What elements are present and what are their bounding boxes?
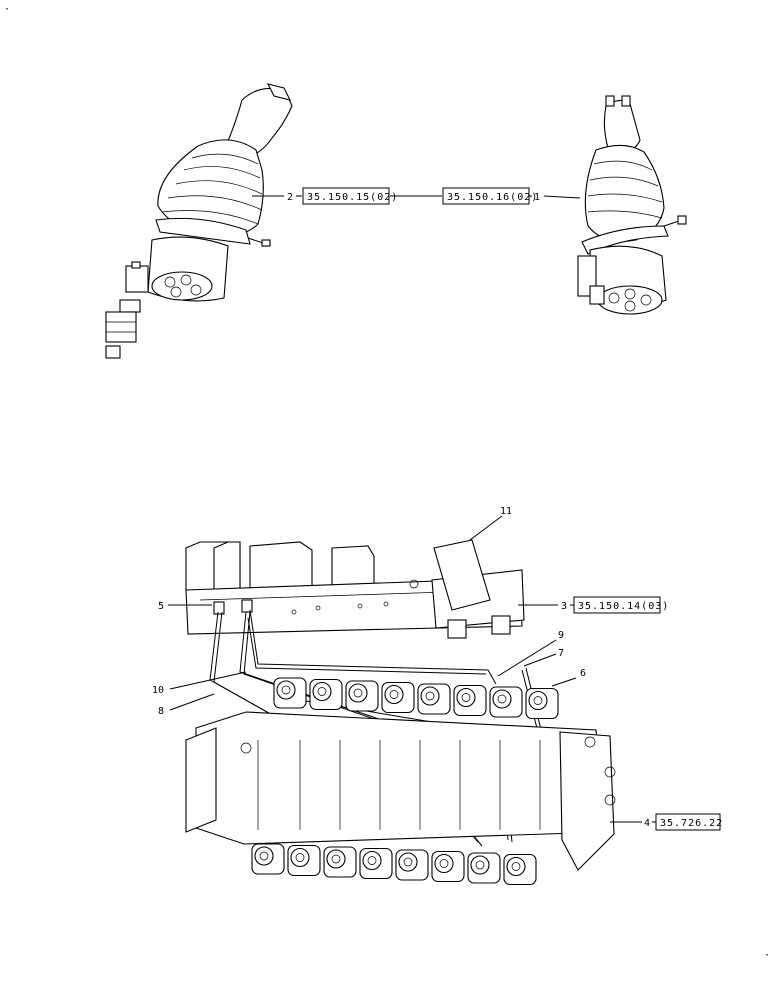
valve-top-cap — [417, 683, 451, 715]
valve-bottom-caps — [251, 843, 537, 886]
callout-5: 5 — [158, 601, 164, 612]
ref-left-joystick[interactable]: 35.150.15(02) — [307, 192, 398, 203]
pilot-manifold-drawing — [185, 539, 525, 639]
callout-2: 2 — [287, 192, 293, 203]
valve-bottom-cap — [467, 852, 501, 884]
callout-9: 9 — [558, 630, 564, 641]
ref-box-left-joystick[interactable]: 35.150.15(02) — [302, 187, 398, 205]
valve-top-cap — [309, 678, 343, 711]
callout-4: 4 — [644, 818, 650, 829]
valve-top-cap — [345, 680, 379, 712]
callout-10: 10 — [152, 685, 164, 696]
valve-bottom-cap — [431, 850, 465, 883]
valve-top-caps — [273, 677, 559, 720]
ref-box-pilot-manifold[interactable]: 35.150.14(03) — [573, 596, 669, 614]
valve-bottom-cap — [503, 853, 537, 886]
ref-box-right-joystick[interactable]: 35.150.16(02) — [442, 187, 538, 205]
left-joystick-drawing — [105, 83, 293, 359]
ref-right-joystick[interactable]: 35.150.16(02) — [447, 192, 538, 203]
valve-bottom-cap — [359, 847, 393, 880]
control-valve-drawing — [185, 711, 616, 871]
valve-top-cap — [381, 681, 415, 714]
leader-lines — [168, 195, 656, 823]
valve-bottom-cap — [251, 843, 285, 875]
callout-8: 8 — [158, 706, 164, 717]
valve-top-cap — [453, 684, 487, 717]
valve-top-cap — [525, 687, 559, 720]
ref-control-valve[interactable]: 35.726.22 — [660, 818, 723, 829]
corner-mark: · — [764, 950, 770, 961]
valve-bottom-cap — [287, 844, 321, 877]
callout-11: 11 — [500, 506, 512, 517]
valve-top-cap — [489, 686, 523, 718]
right-joystick-drawing — [577, 95, 687, 315]
callout-6: 6 — [580, 668, 586, 679]
valve-bottom-cap — [323, 846, 357, 878]
callout-3: 3 — [561, 601, 567, 612]
callout-7: 7 — [558, 648, 564, 659]
valve-top-cap — [273, 677, 307, 709]
callout-1: 1 — [534, 192, 540, 203]
ref-pilot-manifold[interactable]: 35.150.14(03) — [578, 601, 669, 612]
corner-mark: · — [4, 4, 10, 15]
valve-bottom-cap — [395, 849, 429, 881]
ref-box-control-valve[interactable]: 35.726.22 — [655, 813, 723, 831]
